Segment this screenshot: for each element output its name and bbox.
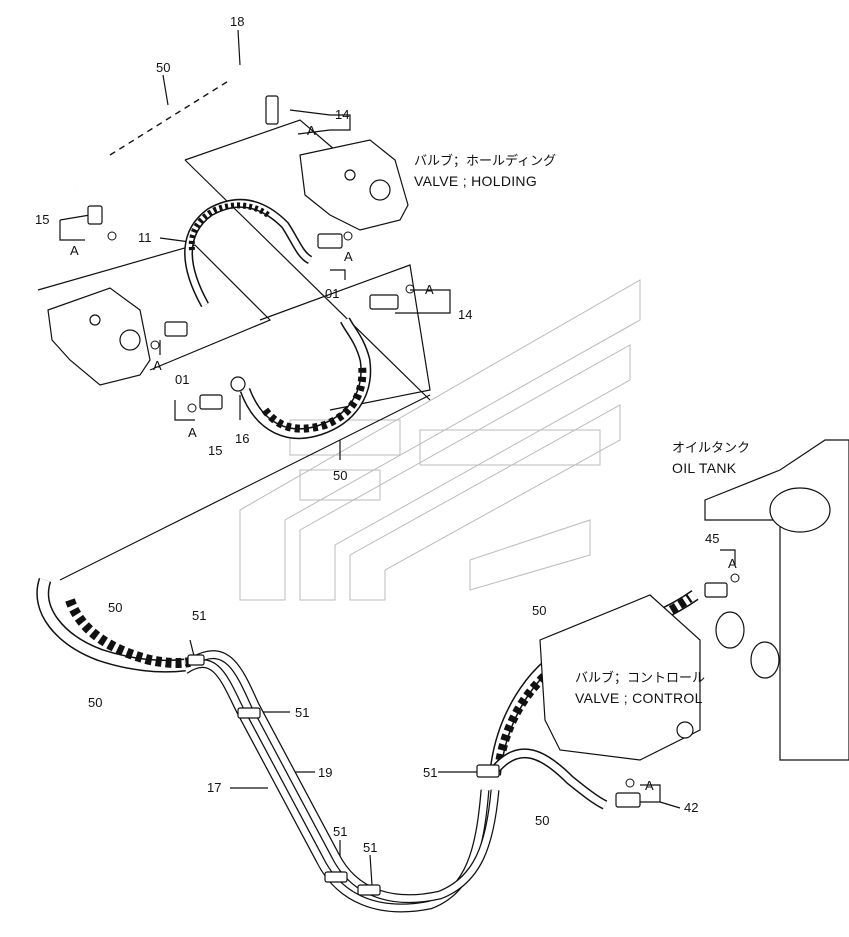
label-18: 18 <box>230 14 244 29</box>
label-50-top: 50 <box>156 60 170 75</box>
label-01-left: 01 <box>175 372 189 387</box>
leader-lines <box>59 29 736 886</box>
label-15-bottom: 15 <box>208 443 222 458</box>
label-a-14-top: A <box>307 123 316 138</box>
hose-50-mid <box>239 317 372 440</box>
label-50-mid: 50 <box>333 468 347 483</box>
fittings <box>87 95 740 808</box>
watermark-logo <box>239 279 641 601</box>
label-15-left: 15 <box>35 212 49 227</box>
label-11: 11 <box>138 230 152 245</box>
hose-50-left <box>36 577 191 673</box>
caption-holding-valve-en: VALVE ; HOLDING <box>414 173 537 189</box>
oil-tank <box>704 439 849 761</box>
label-16: 16 <box>235 431 249 446</box>
caption-control-valve-jp: バルブ；コントロール <box>575 670 705 686</box>
label-50-right-low: 50 <box>535 813 549 828</box>
hoses-17-19 <box>182 650 500 913</box>
caption-holding-valve-jp: バルブ；ホールディング <box>414 153 556 169</box>
label-50-left-b: 50 <box>88 695 102 710</box>
label-a-14-mid: A <box>425 282 434 297</box>
clamps-51 <box>187 654 500 896</box>
holding-valve-right <box>299 139 409 231</box>
label-a-45: A <box>728 556 737 571</box>
label-14-mid: 14 <box>458 307 472 322</box>
label-17: 17 <box>207 780 221 795</box>
label-19: 19 <box>318 765 332 780</box>
label-50-right: 50 <box>532 603 546 618</box>
label-51-low-b: 51 <box>363 840 377 855</box>
caption-control-valve-en: VALVE ; CONTROL <box>575 690 703 706</box>
label-01-right: 01 <box>325 286 339 301</box>
label-a-01-left: A <box>153 358 162 373</box>
hose-50-top <box>71 69 265 191</box>
holding-valve-left <box>47 287 151 386</box>
label-51-right: 51 <box>295 705 309 720</box>
label-45: 45 <box>705 531 719 546</box>
label-a-42: A <box>645 778 654 793</box>
frame-lines <box>37 119 431 581</box>
label-50-left-a: 50 <box>108 600 122 615</box>
hose-11 <box>184 198 313 308</box>
label-a-15-left: A <box>70 243 79 258</box>
label-a-01-right: A <box>344 249 353 264</box>
caption-oil-tank-jp: オイルタンク <box>672 441 750 456</box>
label-51-mid-right: 51 <box>423 765 437 780</box>
captions: バルブ；ホールディング VALVE ; HOLDING オイルタンク OIL T… <box>414 153 750 706</box>
label-51-low-a: 51 <box>333 824 347 839</box>
label-42: 42 <box>684 800 698 815</box>
label-14-top: 14 <box>335 107 349 122</box>
part-labels: 18 50 14 A 15 A 11 01 A 14 A 01 A 15 A 1… <box>35 14 737 855</box>
control-valve <box>539 594 701 761</box>
label-51-top: 51 <box>192 608 206 623</box>
label-a-15-bottom: A <box>188 425 197 440</box>
caption-oil-tank-en: OIL TANK <box>672 460 737 476</box>
